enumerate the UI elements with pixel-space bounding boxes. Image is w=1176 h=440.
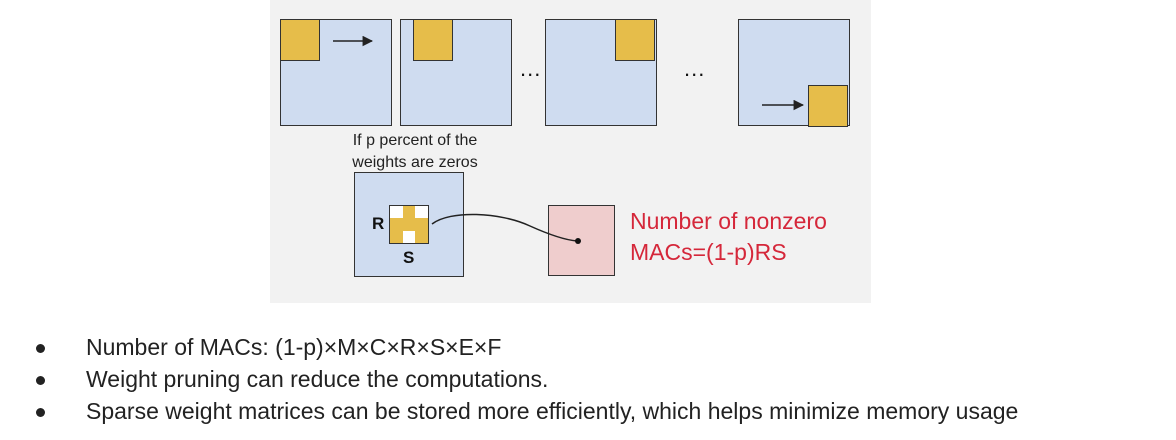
bullet-text: Weight pruning can reduce the computatio… (86, 366, 549, 392)
filter-weight-nonzero (402, 218, 416, 231)
ellipsis-1: ... (520, 56, 542, 81)
filter-patch-stage-3 (615, 19, 655, 61)
filter-weight-nonzero (415, 230, 428, 243)
output-point (575, 238, 581, 244)
bullet-text: Number of MACs: (1-p)×M×C×R×S×E×F (86, 334, 502, 360)
bullet-icon (36, 376, 45, 385)
filter-weight-zero (390, 206, 403, 219)
filter-weight-nonzero (415, 218, 428, 231)
bullet-icon (36, 408, 45, 417)
filter-weight-nonzero (390, 218, 403, 231)
bullet-text: Sparse weight matrices can be stored mor… (86, 398, 1019, 424)
mac-accumulate-arrow (431, 213, 578, 242)
macs-note-line-2: MACs=(1-p)RS (630, 239, 787, 265)
bullet-icon (36, 344, 45, 353)
output-element-box (548, 205, 615, 276)
filter-col-label: S (403, 248, 415, 267)
filter-weight-zero (415, 206, 428, 219)
filter-weight-zero (402, 230, 416, 243)
macs-note-line-1: Number of nonzero (630, 208, 827, 234)
filter-patch-stage-2 (413, 19, 453, 61)
filter-patch-stage-1 (280, 19, 320, 61)
filter-weight-nonzero (402, 206, 416, 219)
sparsity-caption: If p percent of the weights are zeros (352, 132, 478, 171)
sparse-filter-grid (389, 205, 429, 244)
filter-patch-stage-4 (808, 85, 848, 127)
filter-weight-nonzero (390, 230, 403, 243)
ellipsis-2: ... (684, 56, 706, 81)
nonzero-macs-note: Number of nonzero MACs=(1-p)RS (630, 206, 827, 268)
filter-row-label: R (372, 214, 385, 233)
